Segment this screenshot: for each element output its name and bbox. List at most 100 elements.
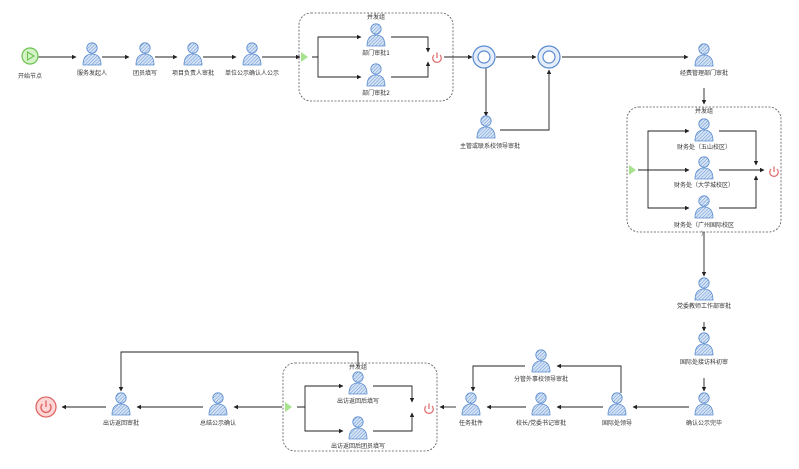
node-label: 国际处领导 [602,419,632,427]
node-n-return[interactable]: 出访返回审批 [103,392,139,427]
node-label: 确认公示完毕 [686,419,722,427]
node-label: 服务发起人 [77,69,107,77]
node-start[interactable]: 开始节点 [18,47,42,80]
node-label: 经费管理部门审批 [680,69,728,77]
flow-edge [647,170,690,211]
node-label: 出访返回审批 [103,419,139,427]
user-task-icon [694,392,714,416]
node-label: 项目负责人审批 [172,69,214,77]
user-task-icon [366,63,386,87]
concurrent-group-g3: 并发组 [282,362,438,452]
node-label: 总结公示确认 [200,419,236,427]
node-label: 财务处（广州国际校区 [674,221,734,229]
node-label: 财务处（五山校区） [677,143,731,151]
concurrent-group-box [298,12,454,102]
user-task-icon [694,156,714,180]
user-task-icon [531,392,551,416]
flow-edge [304,407,344,434]
user-task-icon [348,416,368,440]
node-n-apply[interactable]: 服务发起人 [77,42,107,77]
user-task-icon [135,42,155,66]
node-n-intl-first[interactable]: 国际处接访科初审 [680,332,728,366]
nodes-layer: 开始节点 服务发起人 团员填写 项目负责人审批 单位公示确认人公示 部门审批1 部门审批2 主… [18,23,779,450]
group2-join-icon [769,166,779,177]
node-label: 任务批件 [459,419,483,427]
concurrent-group-title: 并发组 [695,107,713,115]
node-label: 团员填写 [133,69,157,77]
node-label: 开始节点 [18,72,42,80]
start-icon [21,47,39,65]
flow-edge [556,363,622,393]
node-n-party[interactable]: 党委教师工作部审批 [677,277,731,310]
user-task-icon [607,392,627,416]
flow-edge [297,383,344,408]
node-n-president[interactable]: 校长/党委书记审批 [516,392,566,427]
flow-edge [719,130,759,166]
edges-layer [38,34,765,434]
concurrent-group-box [282,362,438,452]
concurrent-group-title: 并发组 [349,363,367,371]
node-label: 分管外事校领导审批 [514,375,568,383]
user-task-icon [694,195,714,219]
fork-triangle-icon [285,402,292,412]
flow-edge [373,412,415,432]
user-task-icon [694,332,714,356]
user-task-icon [694,118,714,142]
flow-edge [719,175,759,209]
user-task-icon [111,392,131,416]
node-g2-wushan[interactable]: 财务处（五山校区） [677,118,731,151]
node-n-unit[interactable]: 单位公示确认人公示 [225,42,279,77]
node-n-supervisor[interactable]: 主管或联系校领导审批 [460,115,520,150]
node-n-task[interactable]: 任务批件 [459,392,483,427]
user-task-icon [694,43,714,67]
node-label: 财务处（大学城校区） [674,181,734,189]
group1-join-icon [432,52,442,63]
node-label: 出访返回后团员填写 [331,442,385,450]
node-g2-daxue[interactable]: 财务处（大学城校区） [674,156,734,189]
node-n-summary[interactable]: 总结公示确认 [200,392,236,427]
end-icon[interactable] [35,396,57,418]
flow-edge [391,36,431,53]
user-task-icon [242,42,262,66]
gateway-icon[interactable] [472,45,496,69]
user-task-icon [694,277,714,301]
user-task-icon [348,371,368,395]
node-label: 部门审批2 [362,89,390,97]
node-label: 部门审批1 [362,49,390,57]
node-n-intl-leader[interactable]: 国际处领导 [602,392,632,427]
flow-edge [638,128,690,171]
user-task-icon [82,42,102,66]
fork-triangle-icon [629,165,636,175]
user-task-icon [461,392,481,416]
flow-edge [312,34,362,58]
node-end[interactable] [35,396,57,418]
node-g3-fill[interactable]: 出访返回后填写 [337,371,379,405]
node-label: 主管或联系校领导审批 [460,142,520,150]
node-n-fill[interactable]: 团员填写 [133,42,157,77]
node-label: 单位公示确认人公示 [225,69,279,77]
node-n-pm[interactable]: 项目负责人审批 [172,42,214,77]
node-n-vp[interactable]: 分管外事校领导审批 [514,349,568,383]
concurrent-group-title: 并发组 [367,13,385,21]
node-label: 校长/党委书记审批 [516,419,566,427]
gateway-icon[interactable] [537,45,561,69]
user-task-icon [476,115,496,139]
node-label: ） [701,231,707,238]
node-n-confirm[interactable]: 确认公示完毕 [686,392,722,427]
flow-edge [373,385,415,403]
flow-edge [470,365,525,392]
node-label: 国际处接访科初审 [680,358,728,366]
node-g3-members[interactable]: 出访返回后团员填写 [331,416,385,450]
node-g1-dept1[interactable]: 部门审批1 [362,23,390,57]
node-g1-dept2[interactable]: 部门审批2 [362,63,390,97]
fork-triangle-icon [301,52,308,62]
concurrent-group-g1: 并发组 [298,12,454,102]
flow-edge [500,69,552,131]
node-label: 出访返回后填写 [337,397,379,405]
node-n-finance-dept[interactable]: 经费管理部门审批 [680,43,728,77]
node-label: 党委教师工作部审批 [677,302,731,310]
group3-join-icon [424,403,434,414]
node-g2-gz[interactable]: 财务处（广州国际校区 ） [674,195,734,238]
user-task-icon [366,23,386,47]
